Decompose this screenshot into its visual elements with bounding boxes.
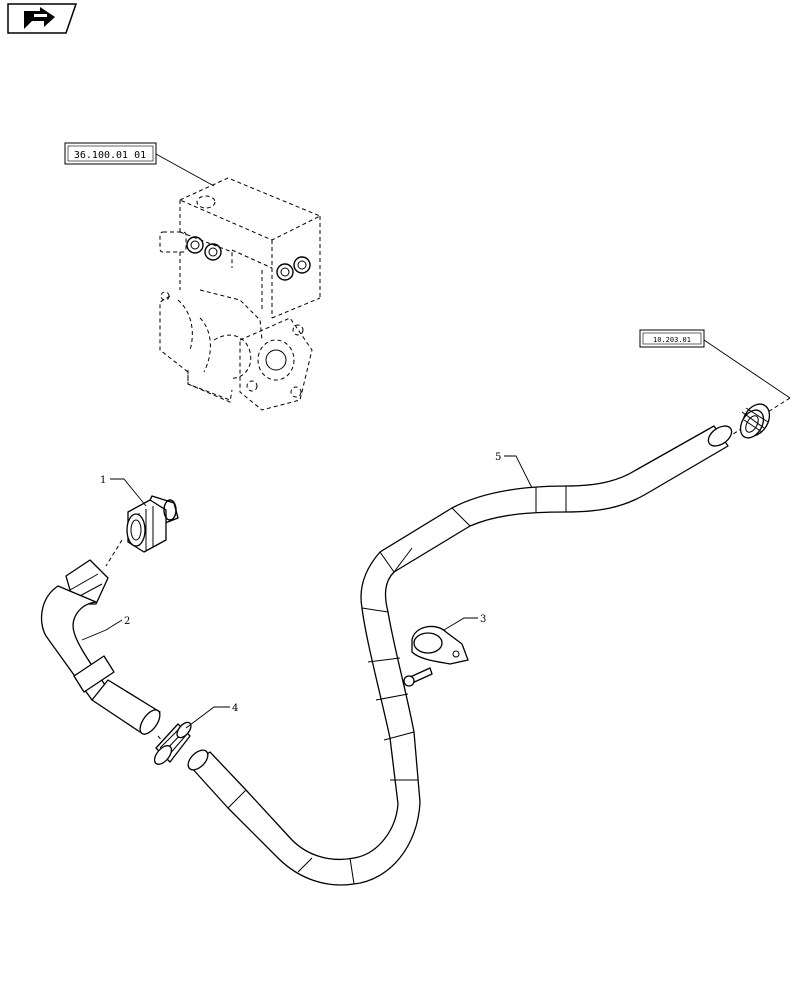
- callout-4-leader: [185, 706, 230, 729]
- arrow-right-icon: [24, 7, 55, 29]
- callout-1-leader: [110, 478, 147, 507]
- part-2-elbow-hose[interactable]: [40, 559, 164, 737]
- callout-5: 5: [495, 452, 501, 463]
- callout-1: 1: [100, 475, 106, 486]
- pipe-end-reference-text: 10.203.01: [653, 336, 691, 344]
- callout-4: 4: [232, 703, 238, 714]
- air-compressor: [159, 177, 322, 411]
- part-3-p-clip[interactable]: [403, 625, 469, 687]
- part-1-centerline: [105, 539, 123, 567]
- part-1-fitting[interactable]: [126, 495, 179, 553]
- callout-3: 3: [480, 614, 486, 625]
- part-4-hose-clamp[interactable]: [151, 720, 193, 767]
- pipe-end-reference-box[interactable]: 10.203.01: [639, 329, 705, 348]
- compressor-reference-leader: [155, 153, 215, 187]
- compressor-reference-box[interactable]: 36.100.01 01: [64, 142, 157, 165]
- nav-button[interactable]: [7, 3, 78, 34]
- callout-2: 2: [124, 616, 130, 627]
- callout-3-leader: [443, 617, 478, 631]
- part-5-hose[interactable]: [185, 422, 736, 886]
- ring-clamp[interactable]: [736, 399, 775, 442]
- callout-5-leader: [504, 455, 533, 489]
- pipe-end-reference-leader: [703, 339, 791, 399]
- callout-2-leader: [81, 619, 123, 641]
- compressor-reference-text: 36.100.01 01: [74, 150, 146, 161]
